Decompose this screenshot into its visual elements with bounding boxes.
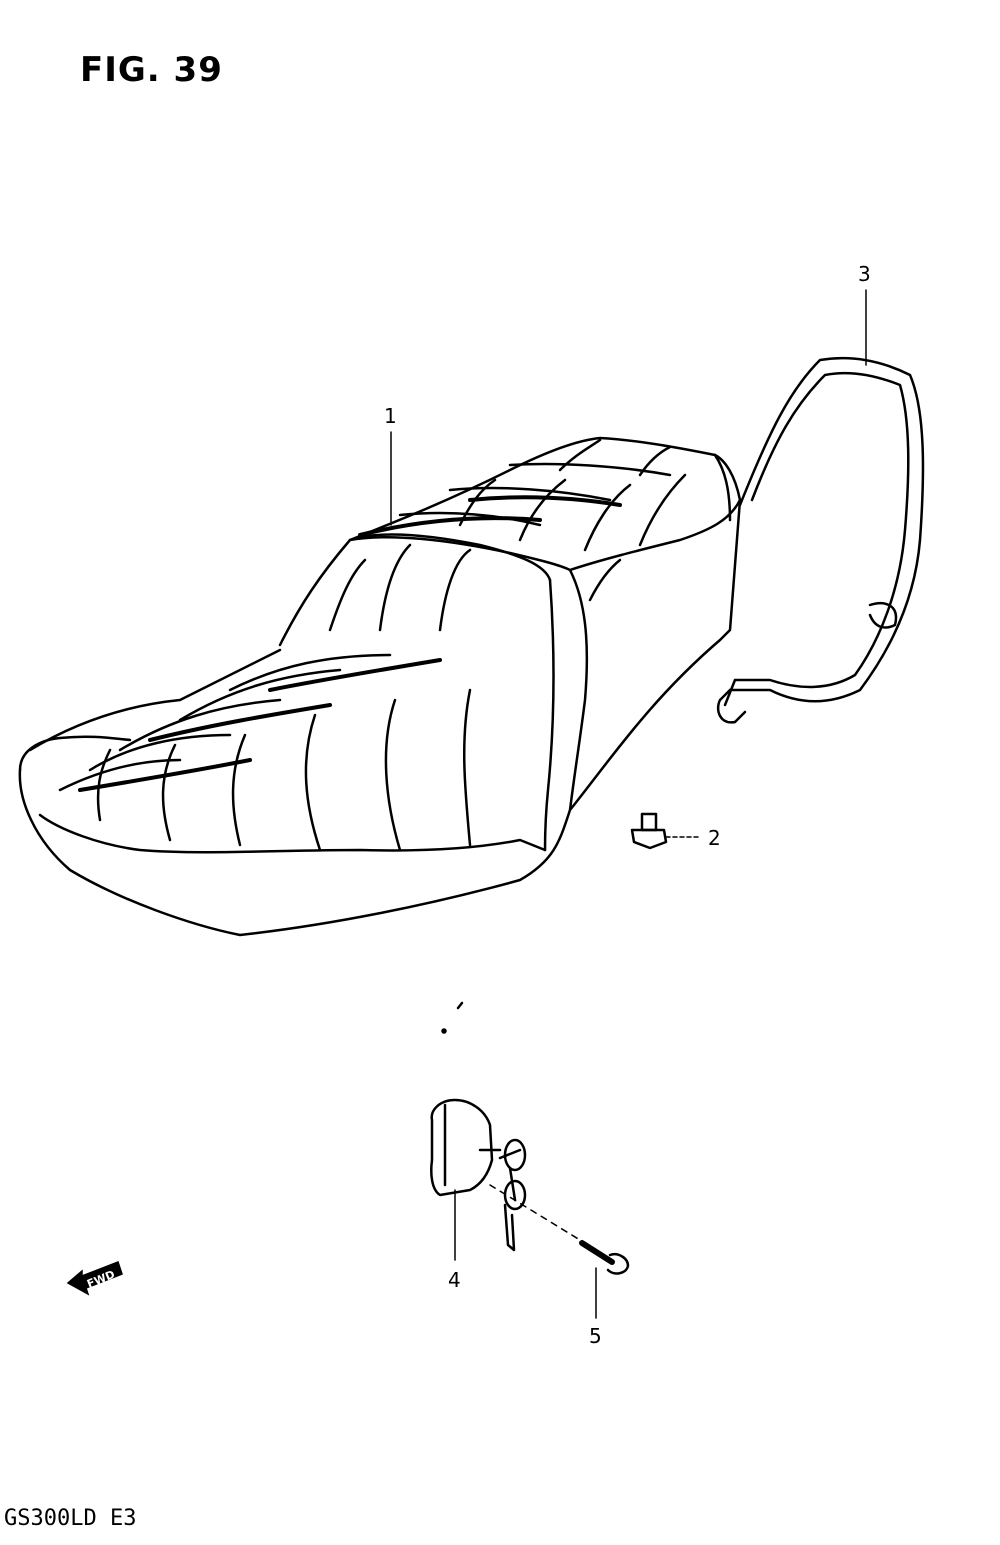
lock-screw-icon — [489, 1184, 630, 1275]
bolt-icon — [630, 812, 668, 850]
callout-number: 1 — [384, 404, 397, 428]
callout-number: 5 — [589, 1324, 602, 1348]
fwd-arrow-label: FWD — [85, 1268, 117, 1291]
callout-number: 2 — [708, 826, 721, 850]
callout-number: 3 — [858, 262, 871, 286]
figure-title: FIG. 39 — [80, 50, 223, 90]
seat-icon — [18, 436, 742, 937]
callout-number: 4 — [448, 1268, 461, 1292]
fwd-arrow-icon: FWD — [66, 1261, 123, 1296]
model-code: GS300LD E3 — [4, 1506, 137, 1531]
grab-rail-icon — [716, 356, 925, 724]
seat-lock-with-keys-icon — [430, 1098, 527, 1252]
